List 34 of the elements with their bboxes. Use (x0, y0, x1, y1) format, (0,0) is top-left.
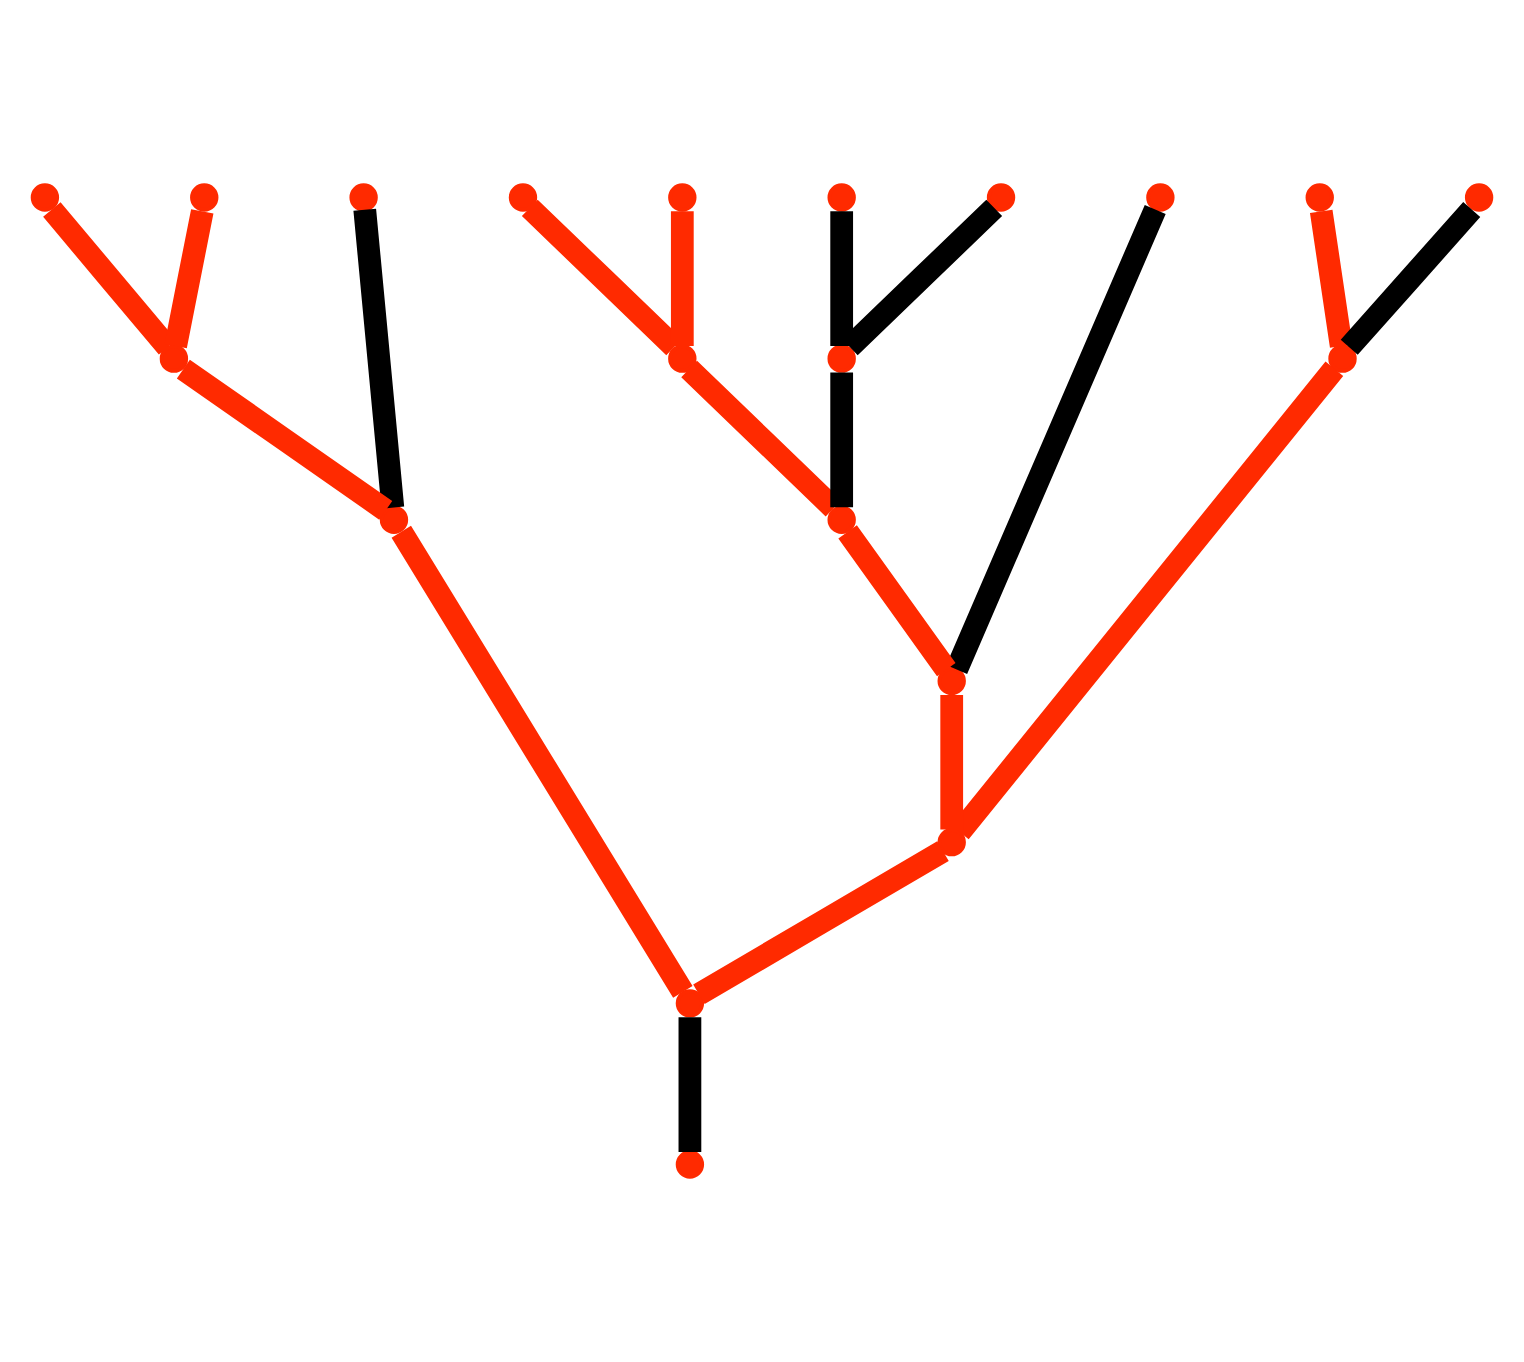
node-point (668, 183, 697, 212)
connector (940, 694, 964, 830)
connector (830, 372, 854, 508)
connector (670, 211, 694, 347)
connector (1340, 201, 1481, 355)
connector (391, 525, 693, 998)
node-point (1305, 183, 1334, 212)
node-point (508, 183, 538, 212)
node-point (1146, 183, 1175, 212)
node-point (1464, 183, 1494, 212)
node-point (937, 828, 966, 857)
node-point (675, 1150, 705, 1179)
node-point (349, 183, 378, 212)
node-point (379, 505, 409, 534)
node-point (675, 989, 705, 1018)
node-point (30, 183, 60, 212)
node-point (937, 666, 966, 696)
node-point (190, 183, 219, 212)
connector (693, 841, 949, 1005)
node-point (986, 183, 1016, 212)
node-point (827, 183, 856, 212)
connector (1309, 209, 1353, 348)
node-point (827, 505, 856, 534)
connector (946, 204, 1166, 674)
connector (353, 208, 405, 509)
node-point (1328, 344, 1357, 373)
connector (830, 211, 854, 347)
connector (678, 1017, 702, 1152)
node-point (159, 344, 189, 373)
node-point (827, 344, 856, 373)
node-point (668, 344, 697, 373)
connector (838, 525, 956, 677)
connector (176, 359, 393, 520)
connector (164, 209, 214, 349)
